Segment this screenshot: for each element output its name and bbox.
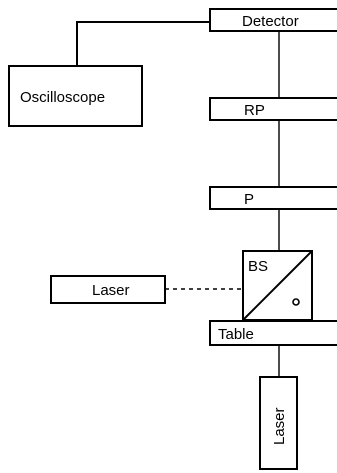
beam-splitter-label: BS: [248, 258, 268, 275]
beam-splitter-dot: [292, 298, 300, 306]
rp-box: [209, 97, 337, 121]
table-label: Table: [218, 326, 254, 343]
oscilloscope-label: Oscilloscope: [20, 89, 105, 106]
side-laser-component: Laser: [50, 275, 166, 304]
side-laser-box: [50, 275, 166, 304]
rp-component: RP: [209, 97, 337, 121]
table-component: Table: [209, 320, 337, 346]
detector-component: Detector: [209, 8, 337, 32]
rp-label: RP: [244, 102, 265, 119]
detector-box: [209, 8, 337, 32]
beam-splitter-component: BS: [242, 250, 313, 321]
beam-splitter-diagonal: [242, 250, 313, 321]
bottom-laser-box: [259, 376, 298, 470]
p-component: P: [209, 186, 337, 210]
bottom-laser-label: Laser: [271, 407, 288, 445]
table-box: [209, 320, 337, 346]
p-label: P: [244, 191, 254, 208]
oscilloscope-component: Oscilloscope: [8, 65, 143, 127]
p-box: [209, 186, 337, 210]
oscilloscope-box: [8, 65, 143, 127]
bottom-laser-component: Laser: [259, 376, 298, 470]
oscilloscope-detector-cable: [76, 21, 210, 66]
side-laser-label: Laser: [92, 282, 130, 299]
detector-label: Detector: [242, 13, 299, 30]
